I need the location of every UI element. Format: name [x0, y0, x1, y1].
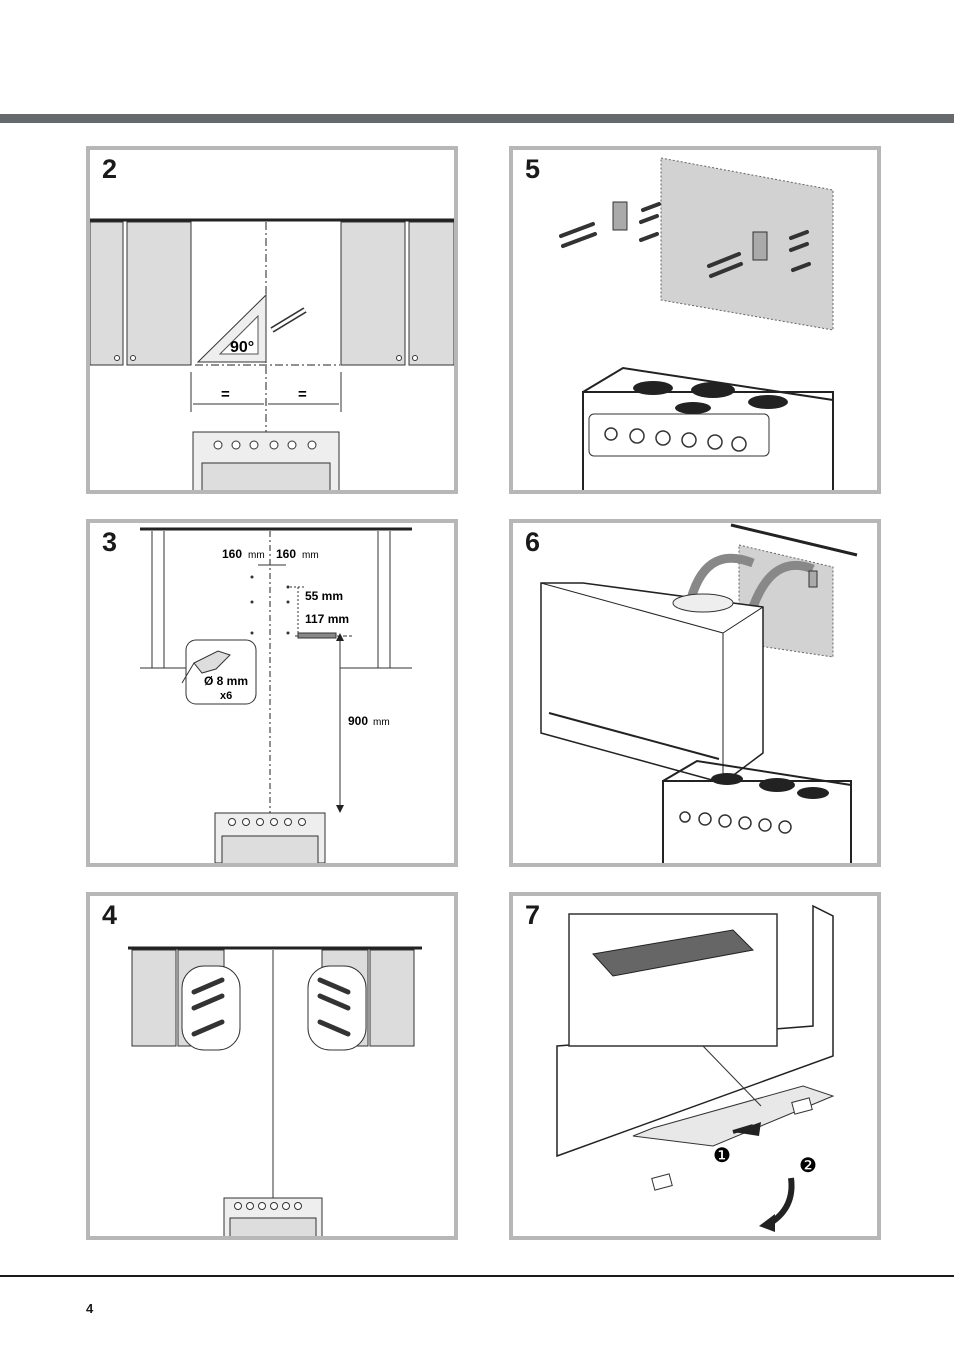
step-6-panel: 6 — [509, 519, 881, 867]
step-5-illustration — [559, 157, 834, 490]
dim-right-unit: mm — [302, 550, 319, 561]
step-2-panel: 2 90° = = — [86, 146, 458, 494]
step-7-illustration: ❶ ❷ — [556, 904, 835, 1232]
drill-diameter-label: Ø 8 mm — [204, 674, 248, 688]
dim-55-label: 55 mm — [305, 589, 343, 603]
step-number: 5 — [525, 154, 541, 184]
angle-label: 90° — [230, 339, 254, 356]
step-5-panel: 5 — [509, 146, 881, 494]
arrow-1-label: ❶ — [713, 1145, 731, 1167]
step-4-panel: 4 — [86, 892, 458, 1240]
equal-right-label: = — [298, 386, 307, 403]
step-2-illustration: 90° = = — [90, 218, 454, 490]
arrow-2-label: ❷ — [799, 1155, 817, 1177]
dim-left-value: 160 — [222, 547, 242, 561]
equal-left-label: = — [221, 386, 230, 403]
dim-117-label: 117 mm — [305, 612, 349, 626]
step-number: 4 — [102, 900, 118, 930]
step-number: 3 — [102, 527, 118, 557]
footer-rule — [0, 1275, 954, 1277]
dim-900-value: 900 — [348, 714, 368, 728]
dim-left-unit: mm — [248, 550, 265, 561]
drill-qty-label: x6 — [220, 690, 232, 702]
dim-right-value: 160 — [276, 547, 296, 561]
step-number: 2 — [102, 154, 118, 184]
header-bar — [0, 114, 954, 123]
step-number: 7 — [525, 900, 541, 930]
step-3-panel: 3 160 mm 160 mm 55 mm 117 mm 900 mm Ø 8 … — [86, 519, 458, 867]
page-number: 4 — [86, 1301, 94, 1316]
step-number: 6 — [525, 527, 541, 557]
step-4-illustration — [128, 946, 422, 1236]
step-3-illustration: 160 mm 160 mm 55 mm 117 mm 900 mm Ø 8 mm… — [140, 527, 412, 863]
step-6-illustration — [540, 523, 858, 863]
dim-900-unit: mm — [373, 717, 390, 728]
step-7-panel: 7 ❶ ❷ — [509, 892, 881, 1240]
